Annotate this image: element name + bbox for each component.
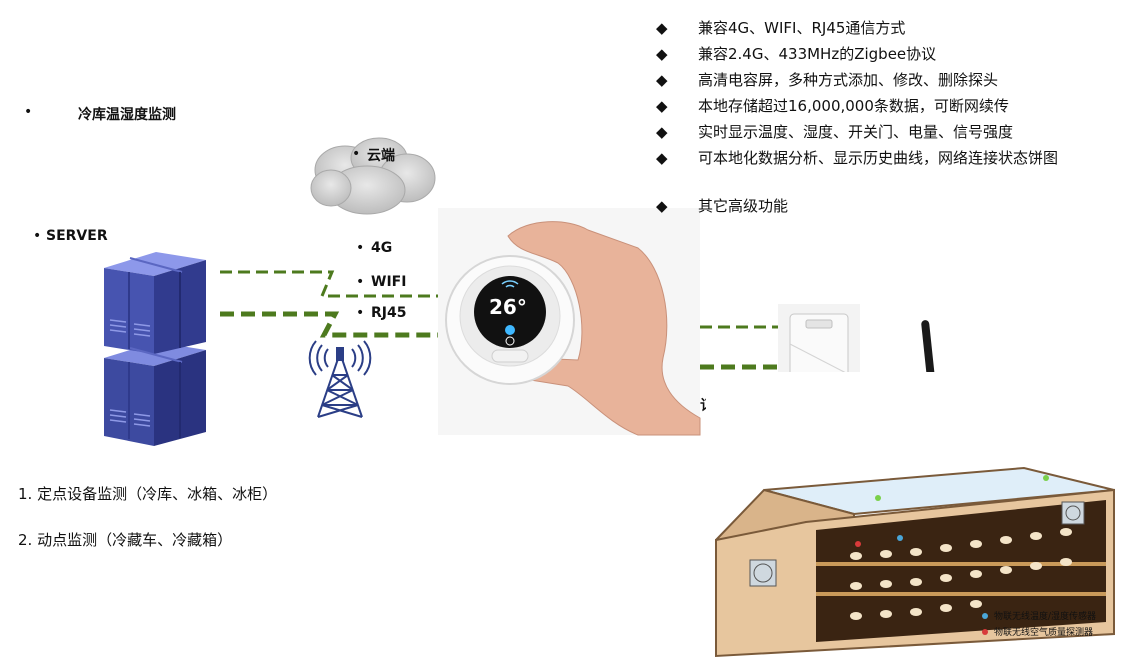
cloud-icon — [310, 137, 436, 215]
legend-temp-humidity: 物联无线温度/湿度传感器 — [994, 612, 1097, 622]
diamond-bullet-icon: ◆ — [656, 197, 668, 215]
diamond-bullet-icon: ◆ — [656, 149, 668, 167]
diamond-bullet-icon: ◆ — [656, 71, 668, 89]
server-bullet: • — [33, 228, 42, 244]
use-item-fixed: 1. 定点设备监测（冷库、冰箱、冰柜） — [18, 485, 278, 503]
diamond-bullet-icon: ◆ — [656, 45, 668, 63]
net-rj45-label: RJ45 — [371, 305, 407, 321]
net-wifi-bullet: • — [356, 274, 365, 290]
net-rj45-bullet: • — [356, 305, 365, 321]
coldroom-illustration — [706, 372, 1124, 660]
server-label: SERVER — [46, 228, 108, 244]
device-temp: 26° — [489, 295, 527, 319]
net-wifi-label: WIFI — [371, 274, 407, 290]
use-item-mobile: 2. 动点监测（冷藏车、冷藏箱） — [18, 531, 233, 549]
thermostat-device-icon — [445, 221, 701, 436]
cloud-label: 云端 — [367, 148, 395, 164]
net-4g-label: 4G — [371, 240, 393, 256]
cell-tower-icon — [308, 340, 372, 418]
title-bullet: • — [24, 104, 33, 120]
diamond-bullet-icon: ◆ — [656, 19, 668, 37]
server-rack-icon — [104, 252, 206, 446]
link-wireless — [220, 270, 440, 298]
page-title: 冷库温湿度监测 — [78, 107, 176, 123]
link-wired — [220, 311, 440, 338]
diamond-bullet-icon: ◆ — [656, 123, 668, 141]
cloud-bullet: • — [352, 146, 361, 162]
net-4g-bullet: • — [356, 240, 365, 256]
diamond-bullet-icon: ◆ — [656, 97, 668, 115]
legend-air-quality: 物联无线空气质量探测器 — [994, 628, 1094, 638]
